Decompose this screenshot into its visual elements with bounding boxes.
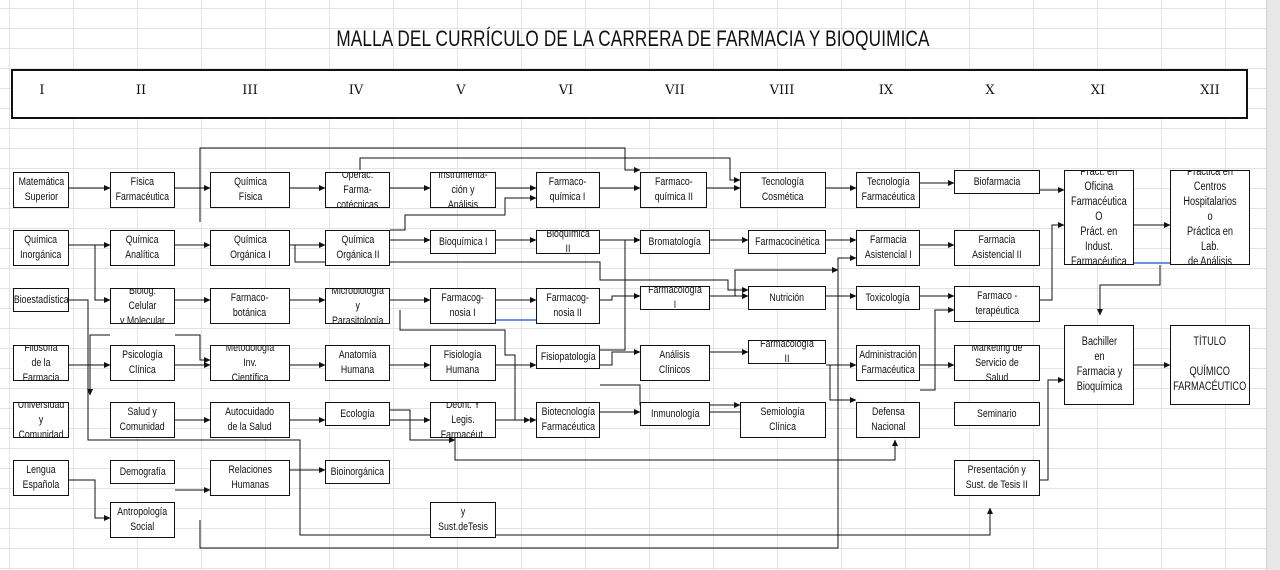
course-autocuidado-salud[interactable]: Autocuidado de la Salud [210,402,290,438]
course-biologia-celular[interactable]: Biolog. Celular y Molecular [110,288,175,324]
course-relaciones-humanas[interactable]: Relaciones Humanas [210,460,290,496]
course-bioinorganica[interactable]: Bioinorgánica [325,460,390,484]
course-tecnologia-farmaceutica[interactable]: Tecnología Farmacéutica [856,172,920,208]
course-farmacognosia-1[interactable]: Farmacog- nosia I [430,288,496,324]
course-inmunologia[interactable]: Inmunología [640,402,710,426]
course-demografia[interactable]: Demografía [110,460,175,484]
semester-label-3: III [242,83,258,98]
course-farmacologia-1[interactable]: Farmacología I [640,286,710,310]
semester-label-5: V [456,83,466,98]
course-marketing-servicio-salud[interactable]: Marketing de Servicio de Salud [954,345,1040,381]
course-quimica-analitica[interactable]: Química Analítica [110,230,175,266]
semester-header-bar [11,69,1248,119]
course-fisiologia-humana[interactable]: Fisiología Humana [430,345,496,381]
semester-label-8: VIII [769,83,795,98]
course-bioestadistica[interactable]: Bioestadística [13,288,69,312]
semester-label-2: II [135,83,147,98]
course-quimica-organica-2[interactable]: Química Orgánica II [325,230,390,266]
course-farmacologia-2[interactable]: Farmacología II [748,340,826,364]
semester-label-7: VII [665,83,685,98]
course-bachiller-farmacia-bioquimica[interactable]: Bachiller en Farmacia y Bioquímica [1064,325,1134,405]
course-operaciones-farmacotecnicas[interactable]: Operac. Farma- cotécnicas [325,172,390,208]
course-semiologia-clinica[interactable]: Semiología Clínica [740,402,826,438]
semester-label-9: IX [878,83,894,98]
course-titulo-quimico-farmaceutico[interactable]: TÍTULO QUÍMICO FARMACÉUTICO [1170,325,1250,405]
course-salud-comunidad[interactable]: Salud y Comunidad [110,402,175,438]
course-farmacobotanica[interactable]: Farmaco- botánica [210,288,290,324]
course-farmacocinetica[interactable]: Farmacocinética [748,230,826,254]
course-antropologia-social[interactable]: Antropología Social [110,502,175,538]
course-bioquimica-1[interactable]: Bioquímica I [430,230,496,254]
course-practica-oficina-industria[interactable]: Práct. en Oficina Farmacéutica O Práct. … [1064,170,1134,265]
course-biofarmacia[interactable]: Biofarmacia [954,170,1040,194]
course-deontologia-legislacion[interactable]: Deont. Y Legis. Farmacéut. [430,402,496,438]
course-bioquimica-2[interactable]: Bioquímica II [536,230,600,254]
course-instrumentacion-analisis[interactable]: Instrumenta- ción y Análisis [430,172,496,208]
course-filosofia-farmacia[interactable]: Filosofía de la Farmacia [13,345,69,381]
course-presentacion-tesis-2[interactable]: Presentación y Sust. de Tesis II [954,460,1040,496]
course-matematica-superior[interactable]: Matemática Superior [13,172,69,208]
course-farmacoterapeutica[interactable]: Farmaco - terapéutica [954,286,1040,322]
semester-label-6: VI [558,83,574,98]
course-bromatologia[interactable]: Bromatología [640,230,710,254]
course-fisica-farmaceutica[interactable]: Física Farmacéutica [110,172,175,208]
course-seminario[interactable]: Seminario [954,402,1040,426]
course-analisis-clinicos[interactable]: Análisis Clínicos [640,345,710,381]
semester-label-4: IV [348,83,364,98]
course-defensa-nacional[interactable]: Defensa Nacional [856,402,920,438]
course-nutricion[interactable]: Nutrición [748,286,826,310]
semester-label-10: X [985,83,995,98]
semester-label-12: XII [1200,83,1220,98]
semester-label-1: I [39,83,45,98]
course-farmacia-asistencial-1[interactable]: Farmacia Asistencial I [856,230,920,266]
course-quimica-fisica[interactable]: Química Física [210,172,290,208]
course-administracion-farmaceutica[interactable]: Administración Farmacéutica [856,345,920,381]
course-presentacion-tesis-1[interactable]: Presentación y Sust.deTesis I [430,502,496,538]
course-farmacoquimica-2[interactable]: Farmaco- química II [640,172,707,208]
course-farmacognosia-2[interactable]: Farmacog- nosia II [536,288,600,324]
course-ecologia[interactable]: Ecología [325,402,390,426]
course-tecnologia-cosmetica[interactable]: Tecnología Cosmética [740,172,826,208]
course-microbiologia-parasitologia[interactable]: Microbiología y Parasitología [325,288,390,324]
course-quimica-organica-1[interactable]: Química Orgánica I [210,230,290,266]
course-farmacoquimica-1[interactable]: Farmaco- química I [536,172,600,208]
diagram-title: MALLA DEL CURRÍCULO DE LA CARRERA DE FAR… [336,26,930,51]
course-metodologia-investigacion[interactable]: Metodología Inv. Científica [210,345,290,381]
course-psicologia-clinica[interactable]: Psicología Clínica [110,345,175,381]
course-fisiopatologia[interactable]: Fisiopatología [536,345,600,369]
course-farmacia-asistencial-2[interactable]: Farmacia Asistencial II [954,230,1040,266]
course-quimica-inorganica[interactable]: Química Inorgánica [13,230,69,266]
course-practica-centros-hospitalarios[interactable]: Práctica en Centros Hospitalarios o Prác… [1170,170,1250,265]
course-anatomia-humana[interactable]: Anatomía Humana [325,345,390,381]
semester-label-11: XI [1090,83,1106,98]
vertical-scrollbar[interactable] [1266,0,1280,570]
course-toxicologia[interactable]: Toxicología [856,286,920,310]
course-lengua-espanola[interactable]: Lengua Española [13,460,69,496]
course-biotecnologia-farmaceutica[interactable]: Biotecnología Farmacéutica [536,402,600,438]
course-universidad-comunidad[interactable]: Universidad y Comunidad [13,402,69,438]
